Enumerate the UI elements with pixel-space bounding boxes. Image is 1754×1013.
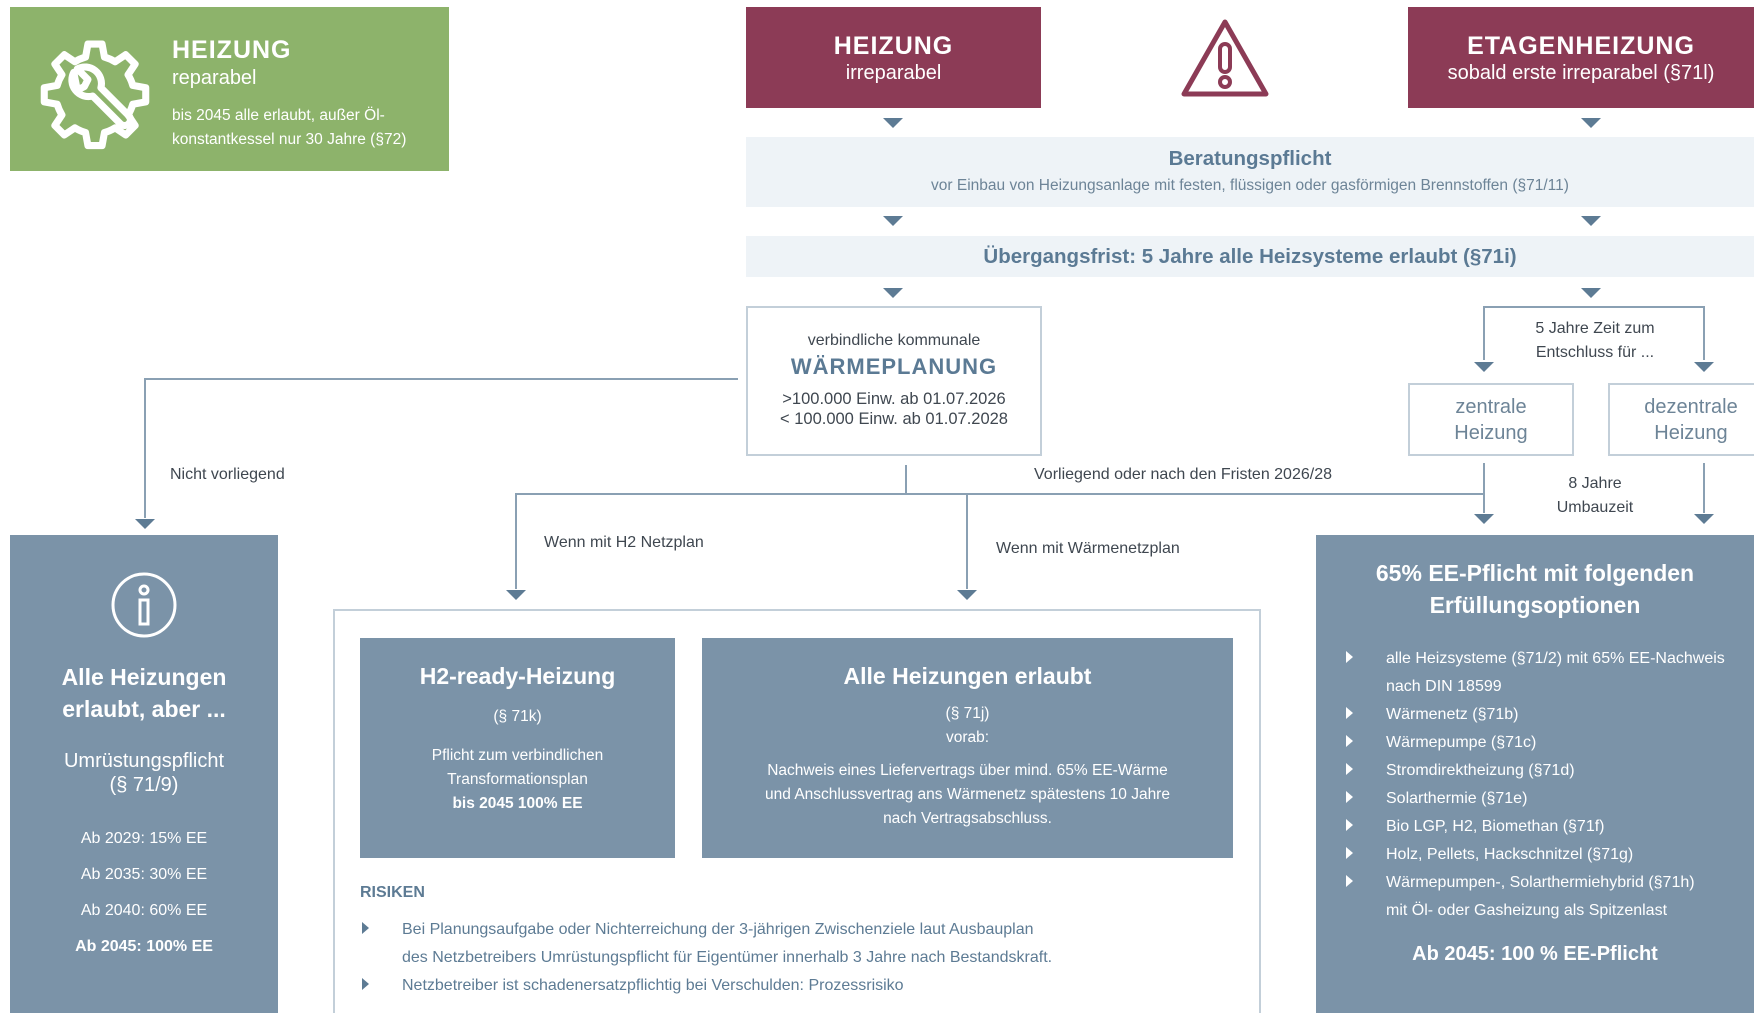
rebuild-time-label: 8 Jahre Umbauzeit [1556, 475, 1634, 516]
retrofit-step: Ab 2040: 60% EE [80, 902, 208, 919]
all-allowed-but-title: Alle Heizungen erlaubt, aber ... [61, 664, 227, 722]
connector [966, 493, 968, 589]
repairable-heating-box: HEIZUNG reparabel bis 2045 alle erlaubt,… [10, 7, 449, 171]
ee-option: alle Heizsysteme (§71/2) mit 65% EE-Nach… [1344, 645, 1754, 701]
not-present-label: Nicht vorliegend [170, 466, 285, 483]
ee-option: Stromdirektheizung (§71d) [1344, 757, 1754, 785]
h2-ready-ref: (§ 71k) [493, 708, 542, 725]
arrow-down [1694, 514, 1714, 524]
arrow-down [883, 216, 903, 226]
connector [1483, 306, 1485, 360]
ee-options-list: alle Heizsysteme (§71/2) mit 65% EE-Nach… [1344, 645, 1754, 925]
arrow-down [1581, 216, 1601, 226]
retrofit-duty: Umrüstungspflicht (§ 71/9) [63, 750, 225, 796]
arrow-down [506, 590, 526, 600]
irreparable-subtitle: irreparabel [845, 62, 942, 84]
h2-ready-box: H2-ready-Heizung (§ 71k) Pflicht zum ver… [360, 638, 675, 858]
ee-duty-footer: Ab 2045: 100 % EE-Pflicht [1412, 943, 1658, 965]
gear-wrench-icon [40, 40, 150, 150]
all-allowed-but-box: Alle Heizungen erlaubt, aber ... Umrüstu… [10, 535, 278, 1013]
h2-ready-text: Pflicht zum verbindlichen Transformation… [431, 747, 604, 812]
floor-heating-box: ETAGENHEIZUNG sobald erste irreparabel (… [1408, 7, 1754, 108]
connector [515, 493, 517, 589]
risks-title: RISIKEN [360, 884, 425, 901]
connector [1703, 463, 1705, 513]
all-allowed-box: Alle Heizungen erlaubt (§ 71j) vorab: Na… [702, 638, 1233, 858]
retrofit-step: Ab 2029: 15% EE [80, 830, 208, 847]
arrow-down [135, 519, 155, 529]
arrow-down [883, 288, 903, 298]
consultation-text: vor Einbau von Heizungsanlage mit festen… [931, 177, 1569, 194]
heat-planning-line1: >100.000 Einw. ab 01.07.2026 [782, 390, 1006, 408]
ee-option: Bio LGP, H2, Biomethan (§71f) [1344, 813, 1754, 841]
arrow-down [1474, 514, 1494, 524]
arrow-down [957, 590, 977, 600]
five-years-label: 5 Jahre Zeit zum Entschluss für ... [1535, 320, 1655, 361]
arrow-down [1581, 288, 1601, 298]
repairable-text: bis 2045 alle erlaubt, außer Öl- konstan… [172, 107, 407, 148]
floor-heating-subtitle: sobald erste irreparabel (§71l) [1447, 62, 1715, 84]
info-icon [111, 572, 177, 638]
retrofit-step: Ab 2035: 30% EE [80, 866, 208, 883]
floor-heating-title: ETAGENHEIZUNG [1467, 32, 1695, 60]
irreparable-title: HEIZUNG [833, 32, 954, 60]
connector [515, 493, 1485, 495]
all-allowed-ref: (§ 71j) vorab: [945, 705, 990, 746]
h2-plan-label: Wenn mit H2 Netzplan [544, 534, 704, 551]
irreparable-heating-box: HEIZUNG irreparabel [746, 7, 1041, 108]
warning-triangle-icon [1181, 19, 1269, 97]
ee-option: Wärmenetz (§71b) [1344, 701, 1754, 729]
heat-planning-box: verbindliche kommunale WÄRMEPLANUNG >100… [746, 306, 1042, 456]
risk-item: Bei Planungsaufgabe oder Nichterreichung… [360, 916, 1240, 972]
repairable-title: HEIZUNG [172, 36, 292, 64]
connector [144, 378, 738, 380]
decentral-heating-box: dezentrale Heizung [1608, 383, 1754, 456]
risks-list: Bei Planungsaufgabe oder Nichterreichung… [360, 916, 1240, 1000]
arrow-down [1474, 362, 1494, 372]
retrofit-step-final: Ab 2045: 100% EE [75, 938, 213, 955]
heat-planning-title: WÄRMEPLANUNG [790, 354, 998, 379]
arrow-down [1581, 118, 1601, 128]
present-label: Vorliegend oder nach den Fristen 2026/28 [1034, 466, 1332, 483]
transition-text: Übergangsfrist: 5 Jahre alle Heizsysteme… [983, 245, 1517, 268]
ee-duty-title: 65% EE-Pflicht mit folgenden Erfüllungso… [1375, 560, 1695, 618]
connector [905, 465, 907, 495]
retrofit-steps: Ab 2029: 15% EE Ab 2035: 30% EE Ab 2040:… [10, 821, 278, 965]
consultation-band: Beratungspflicht vor Einbau von Heizungs… [746, 137, 1754, 207]
heat-net-plan-label: Wenn mit Wärmenetzplan [996, 540, 1180, 557]
transition-band: Übergangsfrist: 5 Jahre alle Heizsysteme… [746, 236, 1754, 277]
connector [144, 378, 146, 518]
arrow-down [1694, 362, 1714, 372]
ee-option: Wärmepumpen-, Solarthermiehybrid (§71h) … [1344, 869, 1754, 925]
ee-option: Wärmepumpe (§71c) [1344, 729, 1754, 757]
risk-item: Netzbetreiber ist schadenersatzpflichtig… [360, 972, 1240, 1000]
all-allowed-text: Nachweis eines Liefervertrags über mind.… [765, 762, 1170, 827]
h2-ready-title: H2-ready-Heizung [419, 663, 616, 689]
connector [1483, 463, 1485, 513]
heat-planning-line2: < 100.000 Einw. ab 01.07.2028 [780, 410, 1008, 428]
connector [1483, 306, 1705, 308]
repairable-subtitle: reparabel [172, 67, 257, 89]
consultation-title: Beratungspflicht [1168, 147, 1332, 170]
ee-option: Holz, Pellets, Hackschnitzel (§71g) [1344, 841, 1754, 869]
ee-duty-box: 65% EE-Pflicht mit folgenden Erfüllungso… [1316, 535, 1754, 1013]
heat-planning-pre: verbindliche kommunale [807, 332, 981, 349]
connector [1703, 306, 1705, 360]
central-heating-box: zentrale Heizung [1408, 383, 1574, 456]
ee-option: Solarthermie (§71e) [1344, 785, 1754, 813]
arrow-down [883, 118, 903, 128]
all-allowed-title: Alle Heizungen erlaubt [843, 663, 1092, 689]
